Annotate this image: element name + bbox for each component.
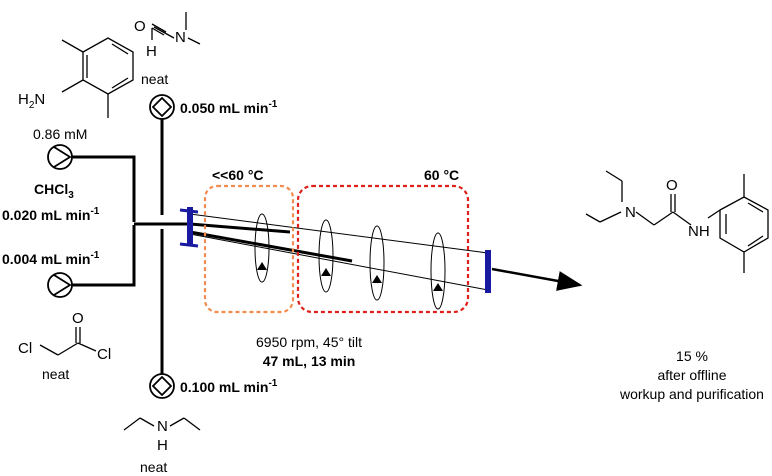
flow-rate-chloroacetyl: 0.004 mL min-1	[2, 250, 100, 267]
flow-rate-aniline: 0.020 mL min-1	[2, 206, 100, 223]
outlet-arrow	[491, 267, 583, 291]
chloroacetyl-chloride-structure	[39, 327, 97, 356]
product-n-label: N	[625, 204, 636, 221]
aniline-concentration: 0.86 mM	[33, 126, 87, 142]
lidocaine-structure	[585, 170, 769, 273]
diethylamine-neat-label: neat	[140, 459, 167, 475]
reactor-tube	[189, 213, 489, 291]
diethylamine-structure	[123, 417, 201, 431]
product-note-workup: workup and purification	[619, 386, 764, 402]
product-o-label: O	[666, 177, 678, 194]
cold-zone-label: <<60 °C	[212, 167, 264, 183]
diethylamine-n-label: N	[157, 418, 168, 435]
dmf-structure	[151, 12, 201, 45]
flow-rate-dmf: 0.050 mL min-1	[180, 99, 278, 116]
tubing	[72, 119, 188, 375]
product-yield: 15 %	[676, 348, 708, 364]
pump-chloroacetyl[interactable]	[47, 272, 73, 298]
dmf-h-label: H	[146, 43, 157, 60]
reactor-volume-time: 47 mL, 13 min	[263, 353, 356, 369]
inlet-tube-upper	[189, 222, 291, 234]
dmf-neat-label: neat	[141, 71, 168, 87]
dmf-o-label: O	[134, 18, 146, 35]
chloroacetyl-cl-right: Cl	[97, 346, 111, 363]
chloroacetyl-neat-label: neat	[42, 366, 69, 382]
pump-diethylamine[interactable]	[149, 373, 175, 399]
rotation-arrowheads	[257, 262, 443, 291]
pump-aniline[interactable]	[47, 144, 73, 170]
inlet-cap-flange-top	[179, 208, 199, 214]
flow-rate-diethylamine: 0.100 mL min-1	[180, 378, 278, 395]
inlet-tube-lower	[189, 230, 353, 263]
product-nh-label: NH	[688, 223, 710, 240]
cold-zone-box	[203, 184, 295, 314]
hot-zone-box	[296, 184, 470, 314]
aniline-h2n-label: H2N	[18, 91, 45, 111]
pump-dmf[interactable]	[149, 94, 175, 120]
reactor-conditions: 6950 rpm, 45° tilt	[256, 334, 362, 350]
dimethylaniline-structure	[61, 37, 134, 118]
product-note-offline: after offline	[657, 367, 726, 383]
dmf-n-label: N	[175, 29, 186, 46]
diethylamine-h-label: H	[157, 437, 168, 454]
solvent-label: CHCl3	[34, 181, 74, 201]
chloroacetyl-o-label: O	[72, 310, 84, 327]
hot-zone-label: 60 °C	[424, 167, 459, 183]
chloroacetyl-cl-left: Cl	[18, 340, 32, 357]
inlet-cap-flange-bottom	[179, 242, 199, 248]
rotation-arrows	[254, 213, 446, 310]
